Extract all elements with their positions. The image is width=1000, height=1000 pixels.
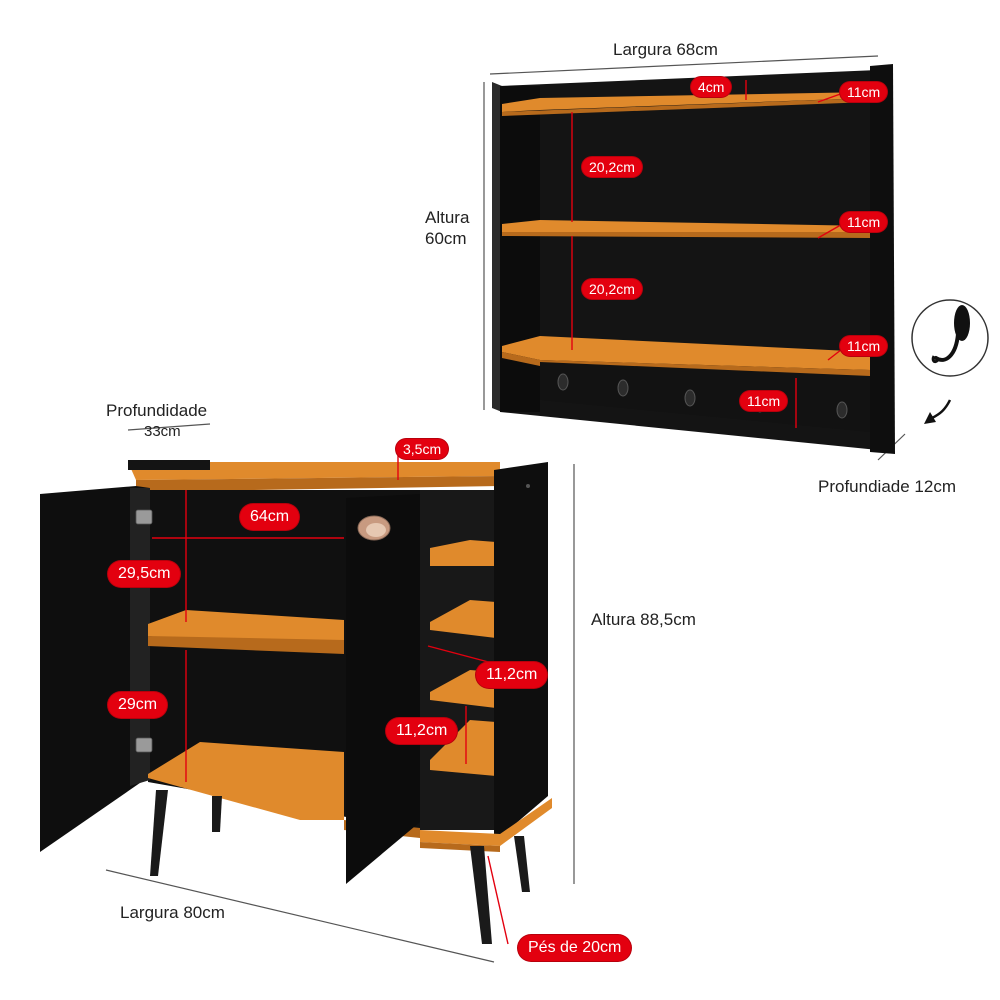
- hook-drop-tag: 11cm: [740, 391, 788, 411]
- niche-lower-gap-tag: 11,2cm: [386, 718, 458, 744]
- hinge-icon: [135, 737, 153, 753]
- hook-icon: [557, 373, 569, 391]
- shoe-cabinet: [40, 423, 575, 963]
- bottom-shelf: [502, 336, 870, 370]
- curved-arrow-icon: [931, 399, 952, 420]
- left-side-panel: [500, 86, 540, 412]
- leg: [470, 846, 492, 944]
- hook-detail: [911, 299, 989, 424]
- middle-shelf-depth-tag: 11cm: [840, 212, 888, 232]
- hook-icon: [684, 389, 696, 407]
- center-door: [346, 494, 420, 884]
- leg: [150, 790, 168, 876]
- lower-gap-tag: 20,2cm: [582, 279, 642, 299]
- hook-rail: [540, 362, 870, 432]
- wall-shelf-height-value: 60cm: [425, 229, 467, 248]
- niche-column: [420, 490, 500, 830]
- top-shelf: [502, 92, 870, 112]
- upper-gap-tag: 20,2cm: [582, 157, 642, 177]
- shelf-dimension-guides: [571, 80, 847, 428]
- feet-height-tag: Pés de 20cm: [518, 935, 632, 961]
- inner-width-tag: 64cm: [240, 504, 300, 530]
- hinge-icon: [135, 509, 153, 525]
- middle-shelf: [148, 610, 344, 640]
- depth-dimension-line: [127, 423, 211, 431]
- cabinet-width-label: Largura 80cm: [120, 903, 225, 922]
- width-dimension-line: [489, 55, 879, 75]
- hook-icon: [617, 379, 629, 397]
- cabinet-height-label: Altura 88,5cm: [591, 610, 696, 629]
- cabinet-dimension-guides: [152, 448, 509, 945]
- cabinet-depth-label: Profundidade: [106, 401, 208, 420]
- top-thickness-tag: 3,5cm: [396, 439, 449, 459]
- width-dimension-line: [105, 869, 495, 963]
- cabinet-top: [128, 462, 500, 480]
- hook-icon: [836, 401, 848, 419]
- right-side-panel: [494, 462, 548, 842]
- leg: [212, 796, 222, 832]
- niche-shelf: [430, 540, 496, 566]
- niche-shelf: [430, 720, 496, 776]
- wall-shelf: [483, 55, 989, 461]
- left-side-edge: [492, 82, 502, 412]
- door-hinges: [135, 509, 153, 753]
- wall-shelf-width-label: Largura 68cm: [613, 40, 718, 59]
- bottom-shelf: [148, 742, 344, 820]
- wall-shelf-height-label: Altura: [425, 208, 470, 227]
- leg: [514, 836, 530, 892]
- upper-compartment-tag: 29,5cm: [108, 561, 181, 587]
- cabinet-legs: [150, 790, 530, 944]
- top-shelf-depth-tag: 11cm: [840, 82, 888, 102]
- board-thickness-tag: 4cm: [691, 77, 732, 97]
- cabinet-depth-value: 33cm: [144, 423, 181, 440]
- cabinet-base: [420, 798, 552, 846]
- middle-shelf: [502, 220, 870, 232]
- door-handle: [357, 515, 391, 541]
- niche-shelf: [430, 600, 496, 638]
- lower-compartment-tag: 29cm: [108, 692, 168, 718]
- bottom-shelf-depth-tag: 11cm: [840, 336, 888, 356]
- right-side-panel: [870, 64, 895, 454]
- wall-shelf-depth-label: Profundiade 12cm: [818, 477, 956, 496]
- niche-upper-gap-tag: 11,2cm: [476, 662, 548, 688]
